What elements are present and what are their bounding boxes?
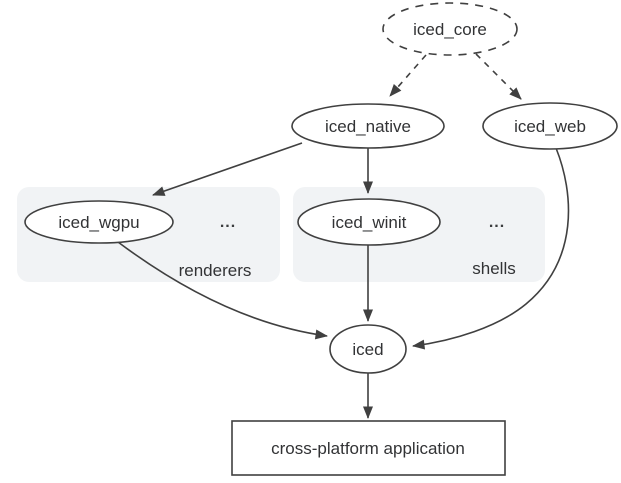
node-iced-label: iced (352, 340, 383, 359)
edge-iced_native-iced_wgpu (152, 142, 303, 196)
cluster-renderers-ellipsis: ... (220, 214, 236, 231)
node-iced_native-label: iced_native (325, 117, 411, 136)
node-iced (329, 324, 407, 374)
edge-iced_core-iced_native (389, 54, 427, 97)
node-cross-platform-application (231, 420, 506, 476)
cluster-shells-ellipsis: ... (489, 214, 505, 231)
edge-iced_web-iced (412, 147, 570, 350)
node-iced_native (291, 103, 445, 149)
node-cross-platform-application-label: cross-platform application (271, 439, 465, 458)
node-iced_winit (297, 198, 441, 246)
node-iced_web (482, 102, 618, 150)
cluster-renderers-label: renderers (179, 261, 252, 280)
edge-iced_core-iced_web (475, 53, 522, 100)
node-iced_web-label: iced_web (514, 117, 586, 136)
edge-iced_wgpu-iced (117, 241, 328, 340)
cluster-shells-label: shells (472, 259, 515, 278)
node-iced_core-label: iced_core (413, 20, 487, 39)
node-iced_winit-label: iced_winit (332, 213, 407, 232)
node-iced_wgpu-label: iced_wgpu (58, 213, 139, 232)
node-iced_wgpu (24, 200, 174, 244)
node-iced_core (382, 2, 518, 56)
